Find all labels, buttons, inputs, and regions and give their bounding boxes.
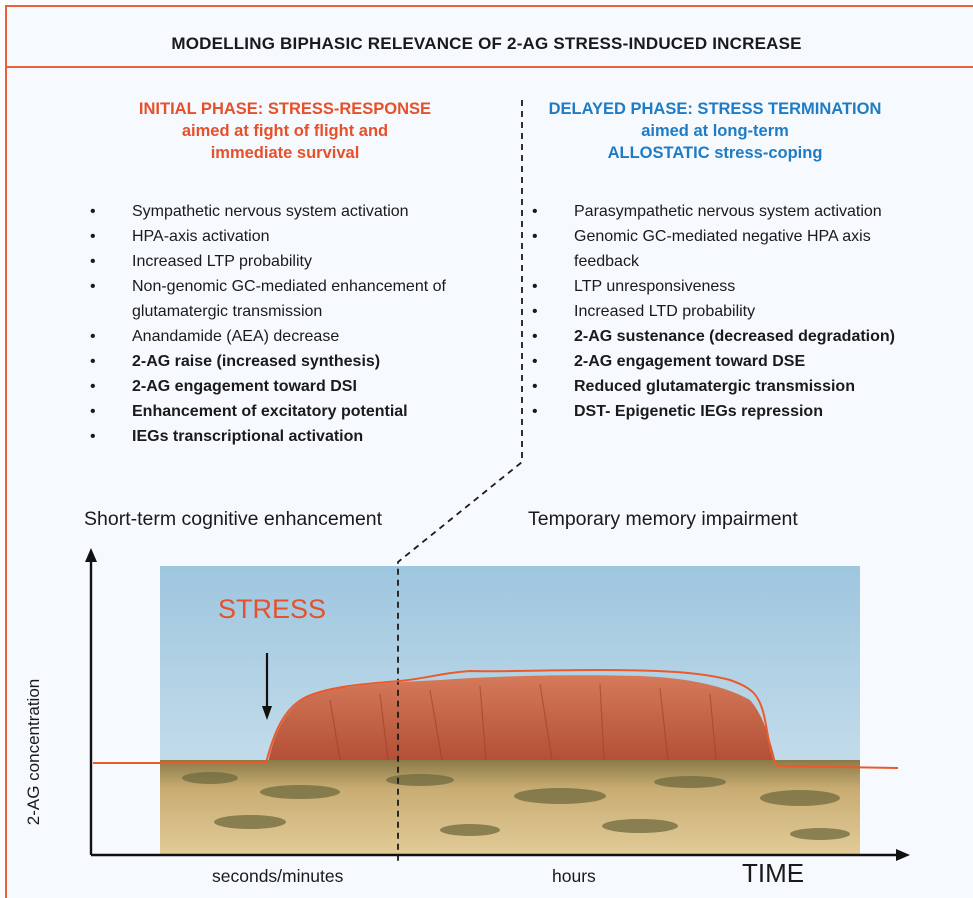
x-axis-arrowhead: [896, 849, 910, 861]
initial-phase-item: 2-AG engagement toward DSI: [86, 374, 516, 399]
concentration-curve: [93, 668, 899, 769]
initial-phase-item: Increased LTP probability: [86, 249, 516, 274]
initial-phase-list: Sympathetic nervous system activationHPA…: [86, 199, 516, 449]
y-axis-label: 2-AG concentration: [24, 678, 43, 826]
delayed-phase-item: 2-AG engagement toward DSE: [528, 349, 918, 374]
delayed-phase-heading-line: aimed at long-term: [641, 122, 789, 140]
delayed-phase-item: Increased LTD probability: [528, 299, 918, 324]
delayed-phase-item: Genomic GC-mediated negative HPA axis fe…: [528, 224, 918, 274]
initial-phase-heading: INITIAL PHASE: STRESS-RESPONSE aimed at …: [120, 98, 450, 164]
delayed-phase-outcome: Temporary memory impairment: [528, 508, 798, 530]
y-axis-arrowhead: [85, 548, 97, 562]
x-tick-hours: hours: [552, 866, 596, 886]
landscape-photo: [160, 566, 860, 854]
stress-arrow-head: [262, 706, 272, 720]
initial-phase-outcome: Short-term cognitive enhancement: [84, 508, 383, 530]
stress-label: STRESS: [218, 594, 327, 624]
initial-phase-heading-line: INITIAL PHASE: STRESS-RESPONSE: [138, 100, 432, 118]
initial-phase-item: 2-AG raise (increased synthesis): [86, 349, 516, 374]
initial-phase-item: Sympathetic nervous system activation: [86, 199, 516, 224]
delayed-phase-list: Parasympathetic nervous system activatio…: [528, 199, 918, 424]
figure-title: MODELLING BIPHASIC RELEVANCE OF 2-AG STR…: [171, 34, 802, 53]
initial-phase-item: Enhancement of excitatory potential: [86, 399, 516, 424]
title-divider: [5, 66, 973, 68]
initial-phase-heading-line: immediate survival: [210, 144, 360, 162]
initial-phase-item: IEGs transcriptional activation: [86, 424, 516, 449]
x-axis-label: TIME: [742, 858, 805, 888]
initial-phase-item: Non-genomic GC-mediated enhancement of g…: [86, 274, 516, 324]
delayed-phase-item: Parasympathetic nervous system activatio…: [528, 199, 918, 224]
delayed-phase-item: Reduced glutamatergic transmission: [528, 374, 918, 399]
shrubs: [182, 772, 850, 840]
initial-phase-item: HPA-axis activation: [86, 224, 516, 249]
initial-phase-item: Anandamide (AEA) decrease: [86, 324, 516, 349]
delayed-phase-item: LTP unresponsiveness: [528, 274, 918, 299]
x-tick-seconds-minutes: seconds/minutes: [212, 866, 344, 886]
delayed-phase-heading-line: DELAYED PHASE: STRESS TERMINATION: [548, 100, 882, 118]
delayed-phase-item: DST- Epigenetic IEGs repression: [528, 399, 918, 424]
ground: [160, 760, 860, 854]
initial-phase-heading-line: aimed at fight of flight and: [181, 122, 389, 140]
rock: [268, 675, 776, 763]
delayed-phase-item: 2-AG sustenance (decreased degradation): [528, 324, 918, 349]
phase-divider-dashed: [397, 100, 523, 862]
rock-furrows: [329, 683, 717, 761]
delayed-phase-heading: DELAYED PHASE: STRESS TERMINATION aimed …: [530, 98, 900, 164]
delayed-phase-heading-line: ALLOSTATIC stress-coping: [607, 144, 823, 162]
